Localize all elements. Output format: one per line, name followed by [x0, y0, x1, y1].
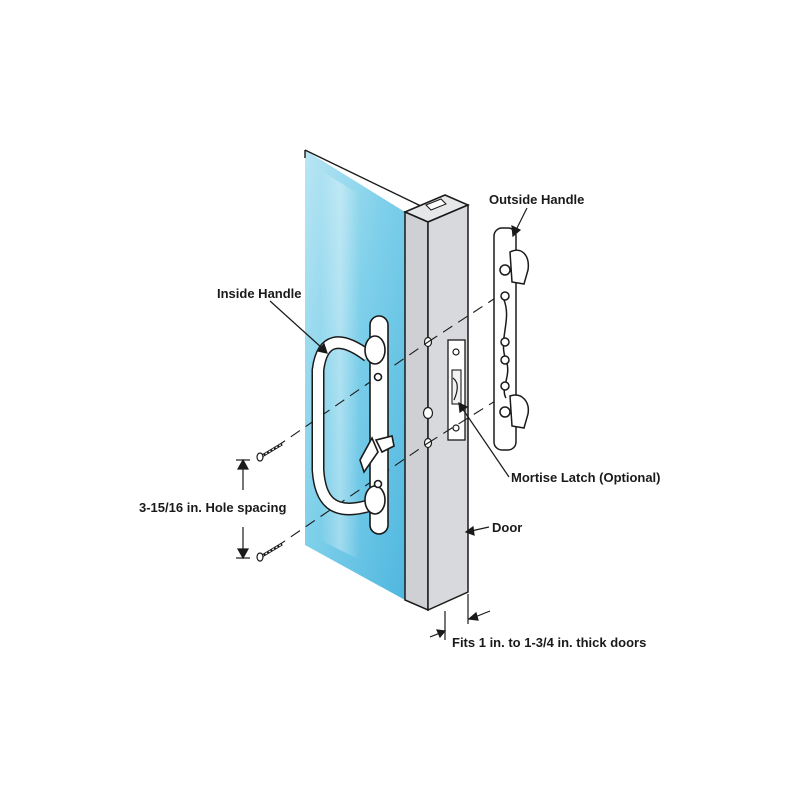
- leader-inside-handle: [269, 300, 323, 349]
- outside-handle: [493, 227, 530, 451]
- arrow-thick-left: [436, 629, 447, 639]
- leader-outside-handle: [515, 207, 528, 231]
- arrow-thick-right: [467, 611, 479, 621]
- arrow-dim-top: [236, 458, 250, 470]
- screw-bottom: [256, 542, 283, 562]
- outside-handle-label: Outside Handle: [489, 192, 585, 207]
- door-thickness-label: Fits 1 in. to 1-3/4 in. thick doors: [452, 635, 647, 650]
- arrow-inside-handle: [316, 342, 328, 354]
- hole-spacing-label: 3-15/16 in. Hole spacing: [139, 500, 287, 515]
- callout-lines: [236, 207, 528, 640]
- arrow-door: [464, 525, 475, 536]
- arrow-dim-bottom: [236, 548, 250, 560]
- inside-handle: [311, 315, 395, 535]
- leader-mortise-latch: [461, 407, 510, 478]
- alignment-lines: [275, 294, 501, 548]
- arrow-mortise-latch: [458, 401, 469, 414]
- thick-right-shaft: [474, 610, 491, 618]
- inside-handle-label: Inside Handle: [217, 286, 302, 301]
- door-stile: [403, 194, 470, 612]
- screw-top: [256, 442, 283, 462]
- arrow-outside-handle: [511, 224, 522, 238]
- mortise-latch-label: Mortise Latch (Optional): [511, 470, 661, 485]
- door-label: Door: [492, 520, 523, 535]
